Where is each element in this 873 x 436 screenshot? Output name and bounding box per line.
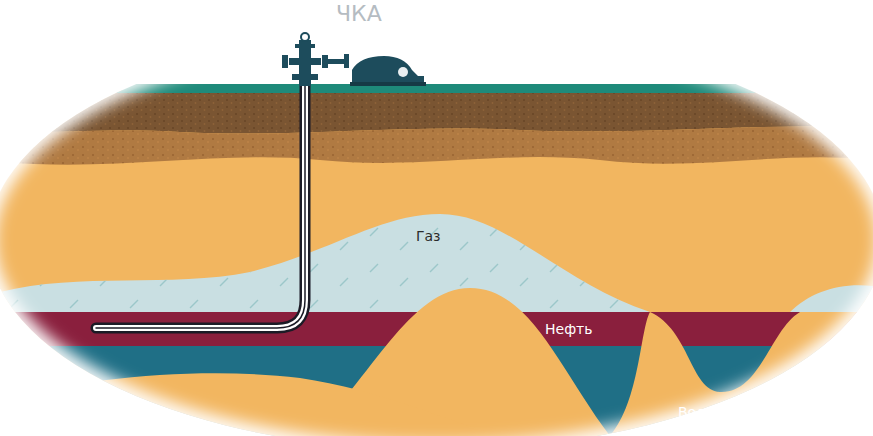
wellhead	[282, 33, 349, 86]
region-label: Нефть	[545, 322, 593, 337]
well-pipe	[96, 62, 305, 328]
title-fragment: ЧКА	[336, 2, 382, 26]
region-label: Газ	[416, 229, 441, 244]
ground-section	[0, 84, 873, 436]
region-label: Вода	[678, 405, 714, 420]
pump-unit	[350, 56, 426, 86]
